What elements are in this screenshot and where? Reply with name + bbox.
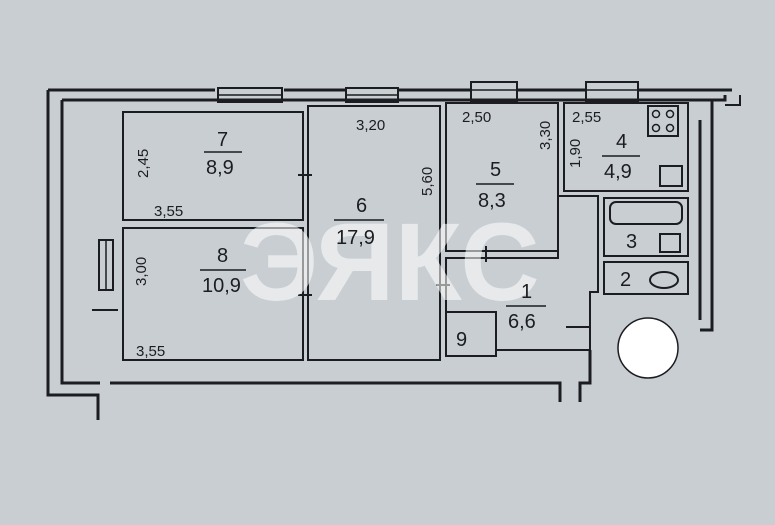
room-7 <box>122 111 304 221</box>
stair-mark-icon <box>617 317 679 379</box>
room-6-number: 6 <box>356 195 367 217</box>
room-labels: 7 8,9 8 10,9 6 17,9 5 8,3 4 4,9 1 6,6 3 … <box>200 129 640 351</box>
room-4-area: 4,9 <box>604 161 632 183</box>
toilet-icon <box>649 271 679 289</box>
watermark: ЭЯКС <box>240 201 540 324</box>
room-7-area: 8,9 <box>206 157 234 179</box>
room-8 <box>122 227 304 361</box>
room-3-number: 3 <box>626 231 637 253</box>
room-6 <box>307 105 441 361</box>
dim-r5-width: 2,50 <box>462 109 491 126</box>
room-5 <box>445 102 559 252</box>
dim-r7-height: 2,45 <box>135 149 152 178</box>
room-1-area: 6,6 <box>508 311 536 333</box>
dim-r6-height: 5,60 <box>419 167 436 196</box>
room-5-number: 5 <box>490 159 501 181</box>
dim-r6-width: 3,20 <box>356 117 385 134</box>
room-8-number: 8 <box>217 245 228 267</box>
door-marks <box>92 174 590 328</box>
room-1-number: 1 <box>521 281 532 303</box>
dim-r4-height: 1,90 <box>567 139 584 168</box>
dim-r4-width: 2,55 <box>572 109 601 126</box>
fixtures <box>609 105 683 379</box>
room-3 <box>603 197 689 257</box>
stove-icon <box>647 105 679 137</box>
room-8-area: 10,9 <box>202 275 241 297</box>
room-2 <box>603 261 689 295</box>
room-9 <box>445 311 497 357</box>
dimension-labels: 2,45 3,55 3,00 3,55 3,20 5,60 2,50 3,30 … <box>133 109 601 360</box>
dim-r8-height: 3,00 <box>133 257 150 286</box>
sink-icon <box>659 165 683 187</box>
room-5-area: 8,3 <box>478 190 506 212</box>
room-4 <box>563 102 689 192</box>
room-4-number: 4 <box>616 131 627 153</box>
dim-r8-width: 3,55 <box>136 343 165 360</box>
room-6-area: 17,9 <box>336 227 375 249</box>
dim-r7-width: 3,55 <box>154 203 183 220</box>
dim-r5-height: 3,30 <box>537 121 554 150</box>
windows <box>98 81 639 291</box>
room-9-number: 9 <box>456 329 467 351</box>
room-7-number: 7 <box>217 129 228 151</box>
room-2-number: 2 <box>620 269 631 291</box>
rooms <box>122 102 689 361</box>
bathtub-icon <box>609 201 683 225</box>
washbasin-icon <box>659 233 681 253</box>
